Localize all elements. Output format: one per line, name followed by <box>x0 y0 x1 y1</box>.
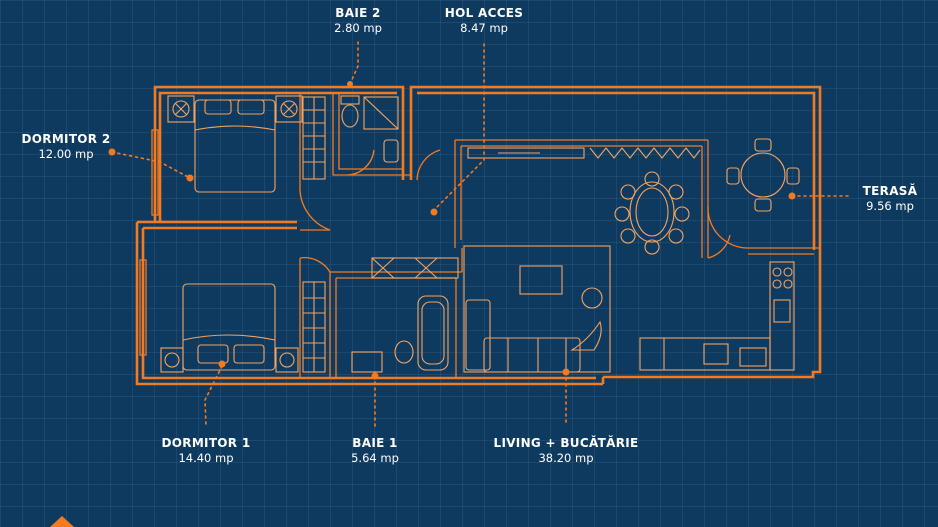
bedroom-2-furniture <box>167 95 326 193</box>
room-area: 2.80 mp <box>334 21 382 35</box>
label-baie-1: BAIE 1 5.64 mp <box>335 436 415 465</box>
room-area: 12.00 mp <box>38 147 94 161</box>
exterior-walls <box>135 85 822 386</box>
living-furniture <box>463 245 611 373</box>
room-area: 9.56 mp <box>866 199 914 213</box>
label-terasa: TERASĂ 9.56 mp <box>852 184 928 213</box>
room-name: LIVING + BUCĂTĂRIE <box>493 436 639 450</box>
kitchen-units <box>639 261 795 371</box>
room-name: BAIE 1 <box>352 436 398 450</box>
room-name: TERASĂ <box>862 184 918 198</box>
room-name: DORMITOR 2 <box>21 132 111 146</box>
label-baie-2: BAIE 2 2.80 mp <box>318 6 398 35</box>
corner-mark <box>50 516 74 527</box>
room-name: HOL ACCES <box>444 6 524 20</box>
label-living-bucatarie: LIVING + BUCĂTĂRIE 38.20 mp <box>490 436 642 465</box>
room-area: 5.64 mp <box>351 451 399 465</box>
room-name: DORMITOR 1 <box>161 436 251 450</box>
label-dormitor-2: DORMITOR 2 12.00 mp <box>18 132 114 161</box>
terrace-furniture <box>726 138 800 212</box>
doors <box>299 149 749 273</box>
bathroom-1-fixtures <box>351 257 459 373</box>
dining-table <box>614 171 690 255</box>
label-dormitor-1: DORMITOR 1 14.40 mp <box>158 436 254 465</box>
room-area: 38.20 mp <box>538 451 594 465</box>
bathroom-2-fixtures <box>340 95 399 163</box>
label-leaders <box>108 41 853 427</box>
room-area: 8.47 mp <box>460 21 508 35</box>
windows <box>139 129 159 356</box>
label-hol-acces: HOL ACCES 8.47 mp <box>436 6 532 35</box>
bedroom-1-furniture <box>160 281 326 373</box>
room-name: BAIE 2 <box>335 6 381 20</box>
interior-walls <box>299 93 820 378</box>
hall-counter <box>467 147 701 159</box>
room-area: 14.40 mp <box>178 451 234 465</box>
